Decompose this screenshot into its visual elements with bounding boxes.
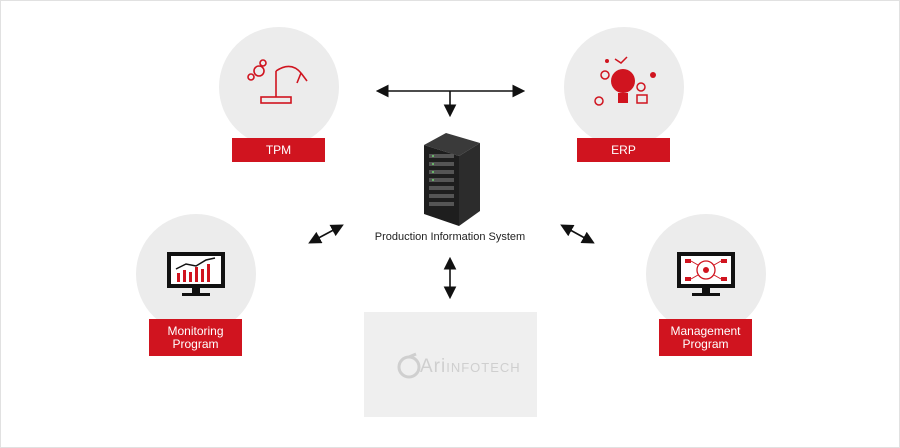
monitoring-label-line1: Monitoring <box>167 323 224 338</box>
erp-label: ERP <box>577 138 670 162</box>
right-connector-arrow <box>560 224 595 244</box>
top-connector-arrow <box>375 84 526 118</box>
tpm-label-text: TPM <box>265 142 292 157</box>
tpm-label: TPM <box>232 138 325 162</box>
management-label-line1: Management <box>670 323 741 338</box>
robot-arm-icon <box>247 59 308 104</box>
left-connector-arrow <box>308 224 344 244</box>
monitor-network-icon <box>677 252 735 296</box>
logo-text: AriINFOTECH <box>420 356 521 378</box>
erp-label-text: ERP <box>611 142 636 157</box>
logo-box: AriINFOTECH <box>364 312 537 417</box>
center-label: Production Information System <box>374 231 526 243</box>
management-label-line2: Program <box>682 336 729 351</box>
monitoring-label-line2: Program <box>172 336 219 351</box>
monitor-chart-icon <box>167 252 225 296</box>
logo-suffix: INFOTECH <box>446 360 521 375</box>
tpm-circle <box>219 27 339 147</box>
monitoring-label: Monitoring Program <box>149 319 242 356</box>
server-rack-icon <box>424 133 480 226</box>
logo-mark-icon <box>397 352 421 379</box>
logo-brand: Ari <box>420 356 447 377</box>
management-label: Management Program <box>659 319 752 356</box>
lightbulb-network-icon <box>594 56 656 106</box>
